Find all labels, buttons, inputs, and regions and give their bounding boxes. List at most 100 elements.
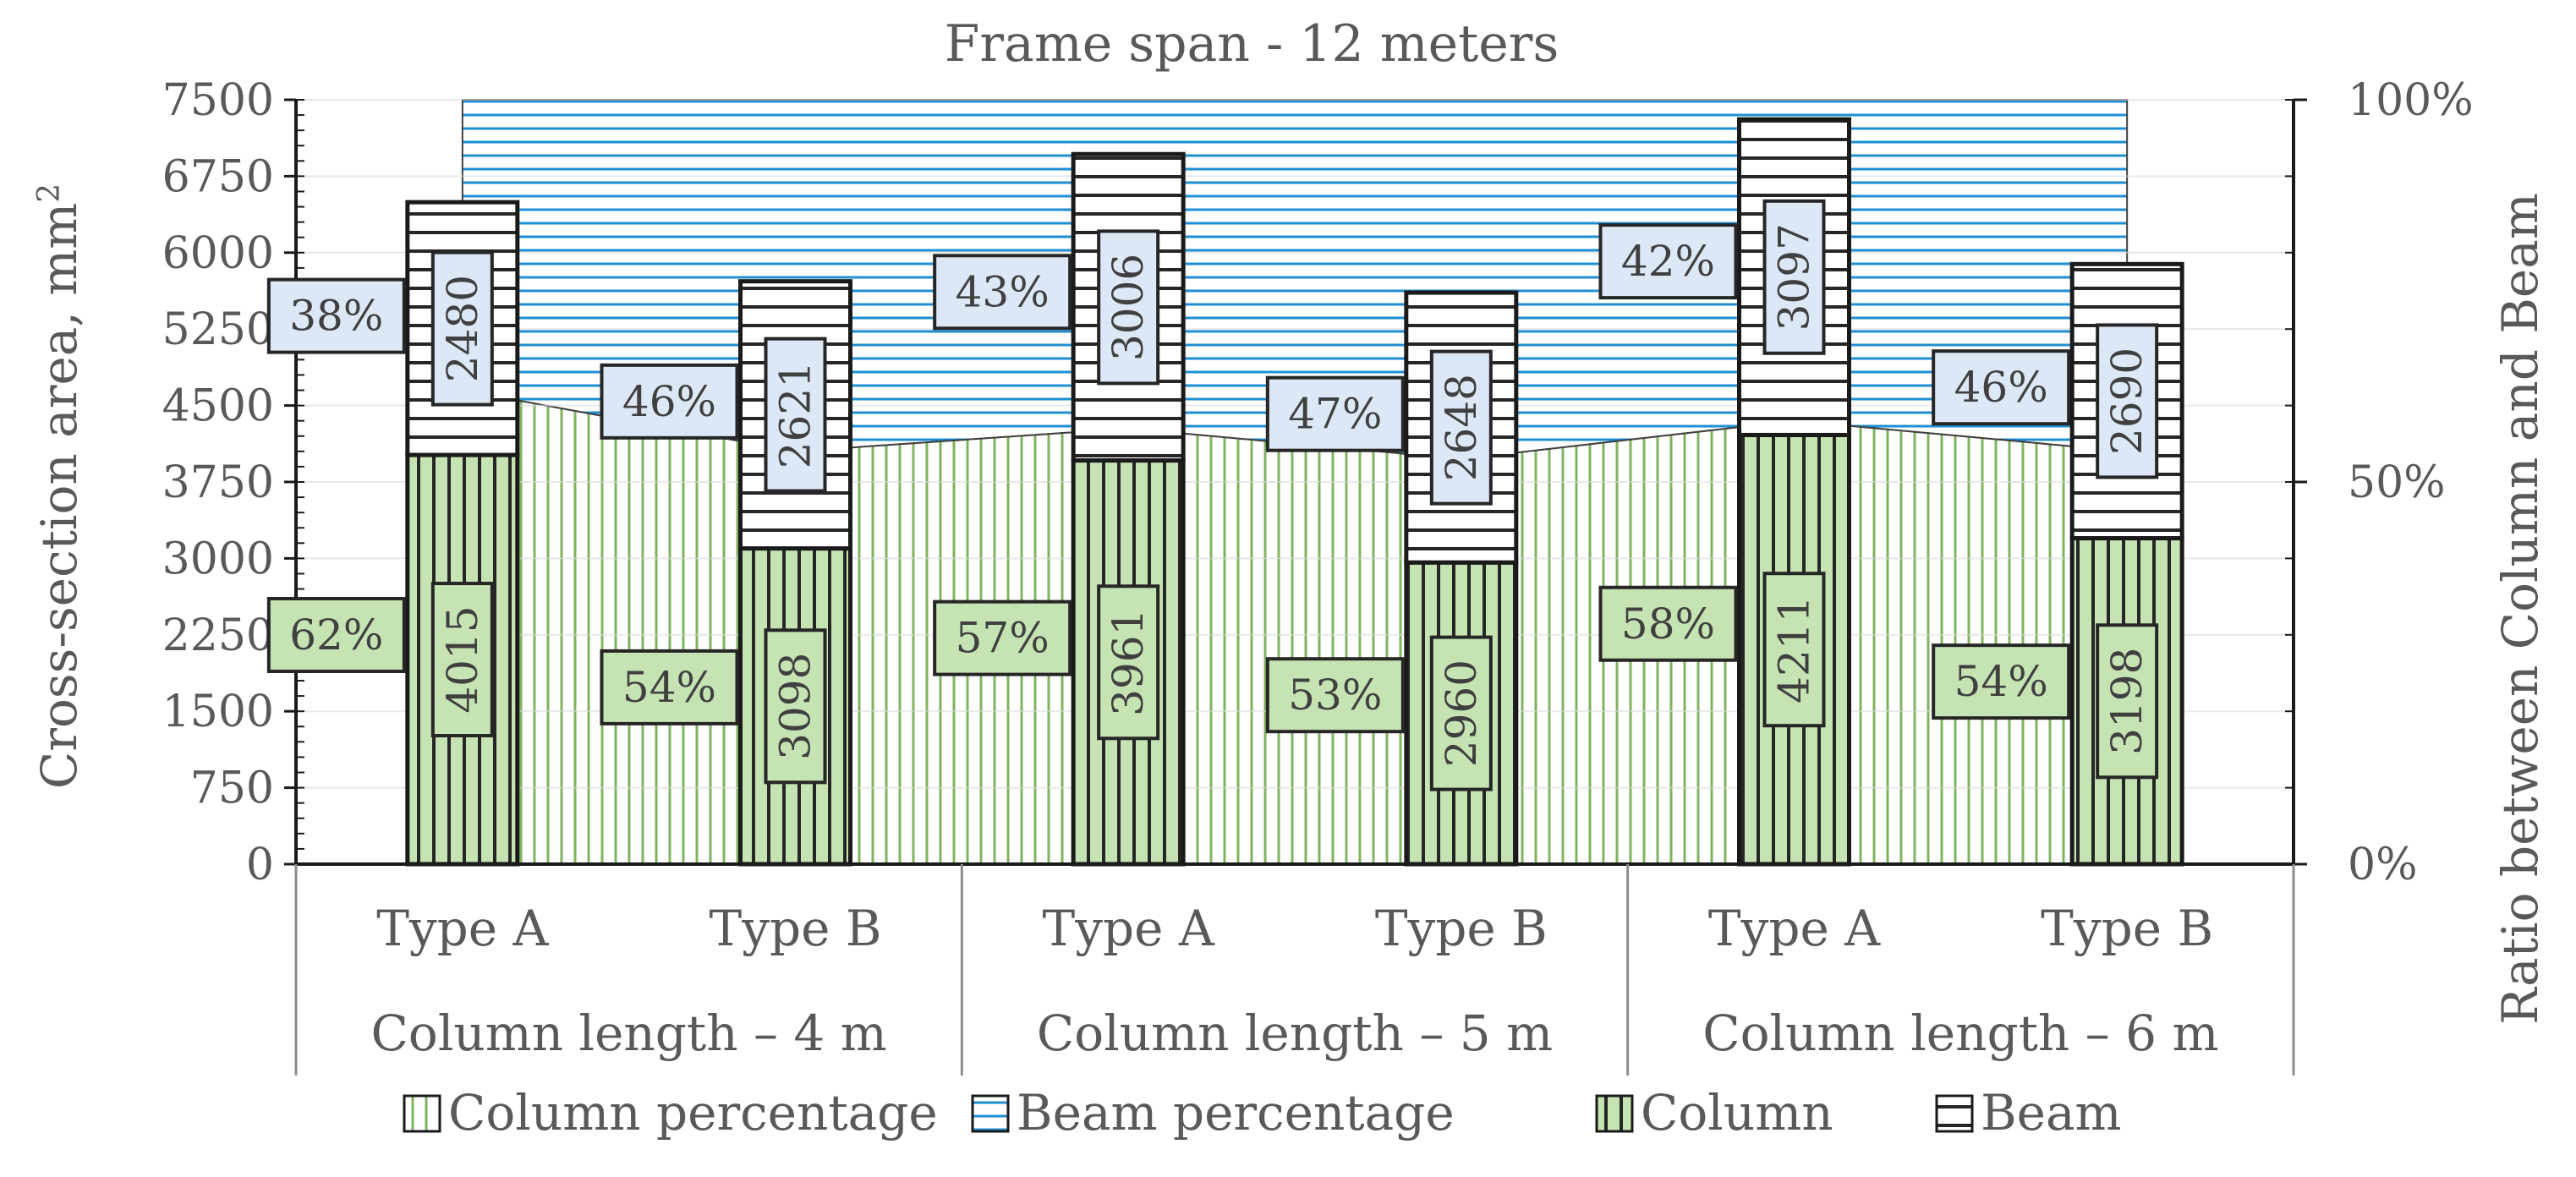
y-tick-label: 6750 <box>162 151 274 202</box>
y-tick-label: 750 <box>190 764 274 814</box>
y-tick-label: 5250 <box>162 304 274 355</box>
column-value-label-box <box>1097 584 1160 741</box>
group-label: Column length – 5 m <box>1037 1005 1553 1062</box>
beam-value-label-box <box>1429 349 1493 506</box>
column-percentage-label: 54% <box>1932 643 2071 720</box>
legend-item: Column percentage <box>403 1084 938 1141</box>
legend-swatch <box>1935 1094 1974 1133</box>
beam-percentage-label-box <box>1265 375 1405 452</box>
beam-percentage-label: 47% <box>1265 375 1405 452</box>
y-tick-label: 2250 <box>162 610 274 661</box>
y-tick-label: 6000 <box>162 228 274 279</box>
y2-axis-title: Ratio between Column and Beam <box>2491 193 2549 1025</box>
column-percentage-label-box <box>933 599 1072 676</box>
beam-value-label-text: 2690 <box>2102 348 2151 455</box>
category-label: Type A <box>1043 900 1215 957</box>
beam-value-label-text: 2621 <box>771 361 820 468</box>
legend-label: Column percentage <box>448 1084 938 1141</box>
column-percentage-label-box <box>266 596 406 673</box>
column-value-label-text: 3198 <box>2102 648 2151 755</box>
beam-percentage-label-text: 38% <box>289 292 383 341</box>
group-label: Column length – 4 m <box>371 1005 887 1062</box>
column-percentage-area <box>461 389 2129 865</box>
beam-value-label: 2648 <box>1429 349 1493 506</box>
beam-value-label-text: 2648 <box>1437 374 1486 481</box>
chart-title: Frame span - 12 meters <box>945 14 1559 74</box>
beam-percentage-label-text: 47% <box>1288 390 1382 439</box>
beam-percentage-label: 46% <box>600 363 739 440</box>
y-tick-label: 7500 <box>162 75 274 126</box>
beam-value-label-text: 3006 <box>1104 254 1153 361</box>
beam-percentage-label-box <box>933 254 1072 331</box>
column-percentage-label: 53% <box>1265 657 1405 734</box>
column-percentage-label-box <box>1932 643 2071 720</box>
y-tick-label: 1500 <box>162 687 274 737</box>
column-percentage-label-box <box>600 649 739 725</box>
column-percentage-label: 57% <box>933 599 1072 676</box>
beam-value-label: 2621 <box>764 337 827 493</box>
beam-value-label-box <box>430 250 494 407</box>
category-label: Type A <box>376 900 549 957</box>
legend-label: Column <box>1641 1084 1833 1141</box>
y-tick-label: 3750 <box>162 457 274 508</box>
column-value-label-box <box>764 628 827 785</box>
beam-percentage-label-box <box>1932 349 2071 426</box>
legend-label: Beam <box>1981 1084 2122 1141</box>
column-value-label: 3198 <box>2096 623 2159 780</box>
column-value-label: 4015 <box>430 582 494 738</box>
beam-value-label-box <box>1762 199 1826 355</box>
beam-value-label: 2690 <box>2096 323 2159 479</box>
beam-percentage-label: 46% <box>1932 349 2071 426</box>
column-value-label: 4211 <box>1762 572 1826 728</box>
category-label: Type B <box>710 900 882 957</box>
beam-value-label-box <box>1097 229 1160 386</box>
beam-value-label-box <box>764 337 827 493</box>
beam-percentage-label-text: 46% <box>1954 363 2048 412</box>
column-value-label-text: 3961 <box>1104 609 1153 716</box>
column-value-label-box <box>430 582 494 738</box>
y-axis-title: Cross-section area, mm2 <box>30 183 88 789</box>
beam-value-label-text: 3097 <box>1770 223 1819 331</box>
column-percentage-label-text: 54% <box>1954 657 2048 706</box>
beam-value-label: 3097 <box>1762 199 1826 355</box>
column-value-label-box <box>1762 572 1826 728</box>
column-percentage-label: 54% <box>600 649 739 725</box>
beam-percentage-label-box <box>600 363 739 440</box>
y-tick-label: 3000 <box>162 534 274 584</box>
category-label: Type B <box>1375 900 1548 957</box>
y2-tick-label: 0% <box>2348 840 2418 890</box>
column-percentage-label-text: 62% <box>289 610 383 660</box>
beam-percentage-label-text: 43% <box>956 267 1050 316</box>
column-value-label-box <box>2096 623 2159 780</box>
legend-item: Column <box>1595 1084 1833 1141</box>
beam-percentage-label-box <box>266 277 406 354</box>
beam-percentage-label-text: 46% <box>622 377 716 426</box>
legend-swatch <box>403 1094 441 1133</box>
beam-percentage-label: 42% <box>1598 223 1738 300</box>
column-value-label-text: 4211 <box>1770 596 1819 703</box>
column-percentage-label: 58% <box>1598 585 1738 662</box>
column-value-label-text: 3098 <box>771 653 820 760</box>
column-percentage-label-text: 58% <box>1621 599 1715 649</box>
column-percentage-label-text: 57% <box>956 614 1050 663</box>
group-label: Column length – 6 m <box>1702 1005 2218 1062</box>
data-labels: 4015 2480 62% 38% 3098 2621 54% 46% 3961 3006 57% 4… <box>266 199 2159 791</box>
beam-value-label: 2480 <box>430 250 494 407</box>
column-percentage-label: 62% <box>266 596 406 673</box>
legend: Column percentage Beam percentage Column Be… <box>403 1084 2122 1141</box>
column-percentage-label-text: 54% <box>622 663 716 712</box>
column-value-label: 2960 <box>1429 635 1493 791</box>
beam-percentage-label: 38% <box>266 277 406 354</box>
legend-item: Beam percentage <box>971 1084 1455 1141</box>
beam-percentage-label-box <box>1598 223 1738 300</box>
column-value-label-text: 2960 <box>1437 660 1486 767</box>
column-value-label: 3098 <box>764 628 827 785</box>
legend-label: Beam percentage <box>1017 1084 1455 1141</box>
y2-tick-label: 100% <box>2348 75 2474 126</box>
legend-swatch <box>971 1094 1010 1133</box>
column-value-label-box <box>1429 635 1493 791</box>
column-value-label-text: 4015 <box>438 605 487 713</box>
y2-tick-label: 50% <box>2348 457 2446 508</box>
column-value-label: 3961 <box>1097 584 1160 741</box>
